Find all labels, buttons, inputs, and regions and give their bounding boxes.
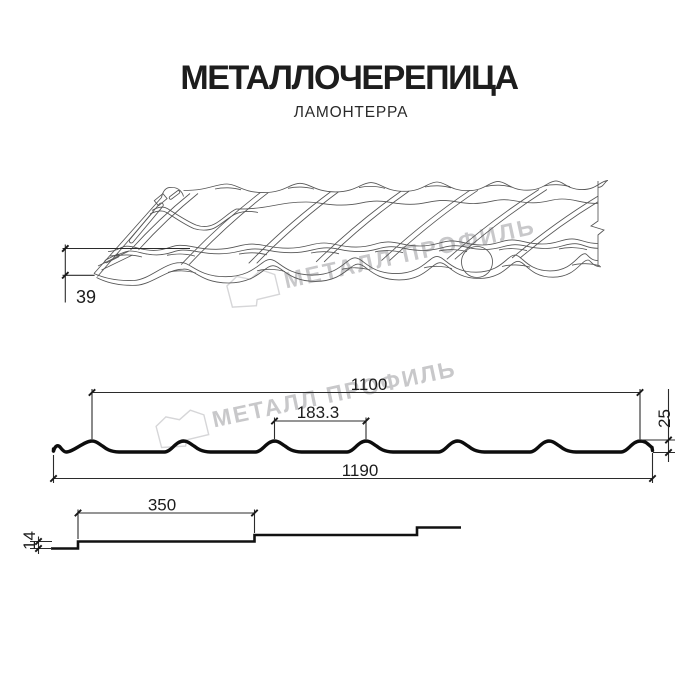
svg-text:25: 25 [655,409,674,428]
svg-text:1190: 1190 [342,461,379,480]
svg-text:350: 350 [148,496,176,515]
svg-text:МЕТАЛЛОЧЕРЕПИЦА: МЕТАЛЛОЧЕРЕПИЦА [180,59,518,97]
svg-text:14: 14 [20,531,39,550]
svg-text:183.3: 183.3 [297,403,340,422]
svg-text:39: 39 [76,287,96,307]
svg-text:ЛАМОНТЕРРА: ЛАМОНТЕРРА [294,104,408,121]
svg-text:1100: 1100 [351,375,388,394]
